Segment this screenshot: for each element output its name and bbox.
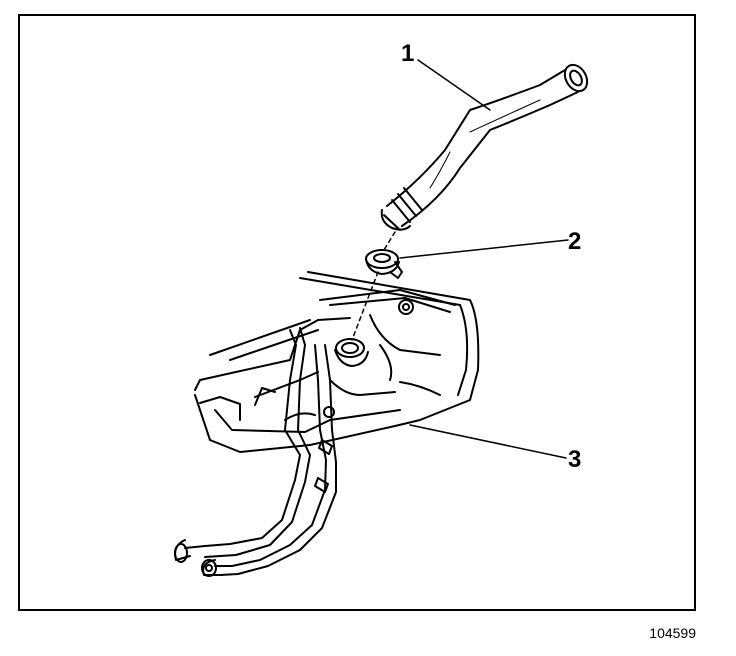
fuel-filler-pipe (380, 63, 589, 231)
callout-2: 2 (568, 228, 582, 255)
fuel-tank (194, 271, 480, 453)
illustration-frame (18, 14, 696, 611)
leader-line-2 (399, 239, 569, 259)
callout-1: 1 (401, 40, 415, 67)
fuel-lines (174, 327, 337, 577)
grommet-seal (365, 249, 403, 279)
leader-line-1 (417, 59, 491, 111)
figure-id: 104599 (649, 625, 696, 641)
centerline-lower (351, 271, 379, 341)
centerline-upper (383, 231, 396, 251)
leader-line-3 (409, 424, 567, 459)
callout-3: 3 (568, 446, 582, 473)
